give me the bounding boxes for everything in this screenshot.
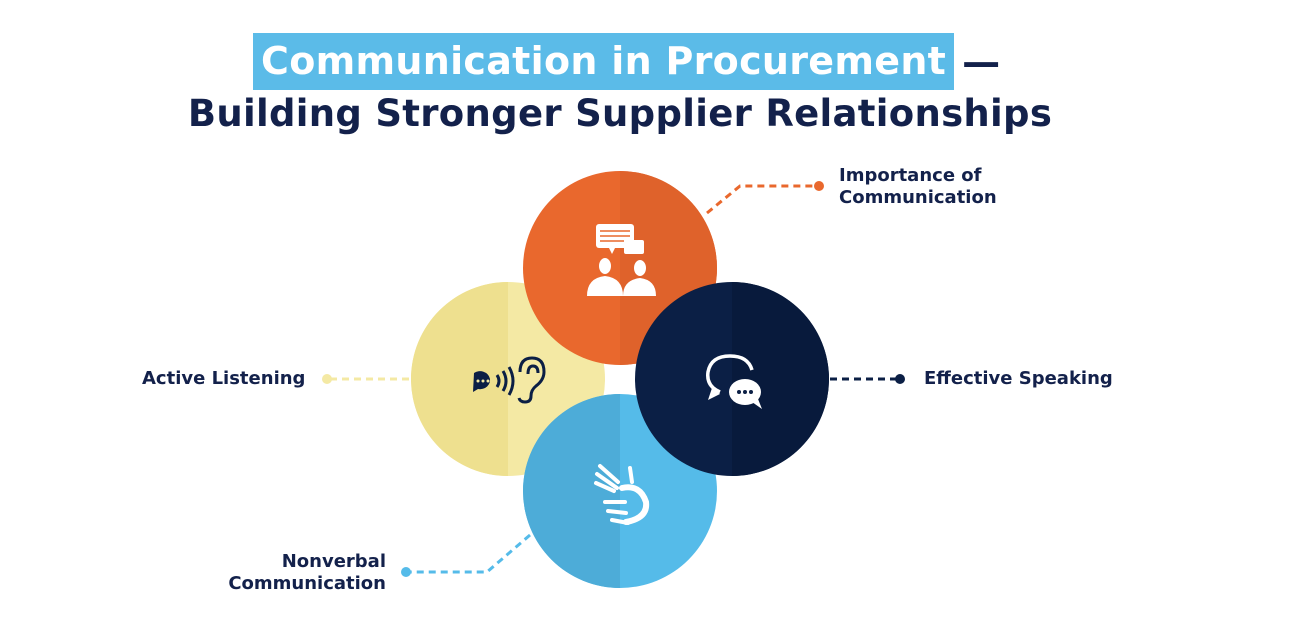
label-line: Nonverbal xyxy=(281,551,386,572)
page-subtitle: Building Stronger Supplier Relationships xyxy=(187,92,1053,135)
connector-dot-importance xyxy=(814,181,824,191)
label-effective-speaking: Effective Speaking xyxy=(924,368,1113,389)
label-importance: Importance of Communication xyxy=(839,165,997,209)
label-line: Importance of xyxy=(839,165,982,186)
connector-dot-speaking xyxy=(895,374,905,384)
label-line: Communication xyxy=(228,573,386,594)
label-active-listening: Active Listening xyxy=(142,368,306,389)
connector-dot-listening xyxy=(322,374,332,384)
title-dash: — xyxy=(962,39,1001,84)
label-nonverbal: Nonverbal Communication xyxy=(221,551,386,595)
business-people-chat-icon xyxy=(587,224,656,296)
label-line: Communication xyxy=(839,187,997,208)
connector-importance xyxy=(706,184,818,215)
title-line-1: Communication in Procurement — xyxy=(253,33,1000,90)
connector-nonverbal xyxy=(408,533,531,574)
speech-bubbles-icon xyxy=(706,354,762,409)
connector-dot-nonverbal xyxy=(401,567,411,577)
ear-listening-icon xyxy=(473,356,546,404)
sign-language-hands-icon xyxy=(594,464,650,525)
title-highlight: Communication in Procurement xyxy=(253,33,955,90)
